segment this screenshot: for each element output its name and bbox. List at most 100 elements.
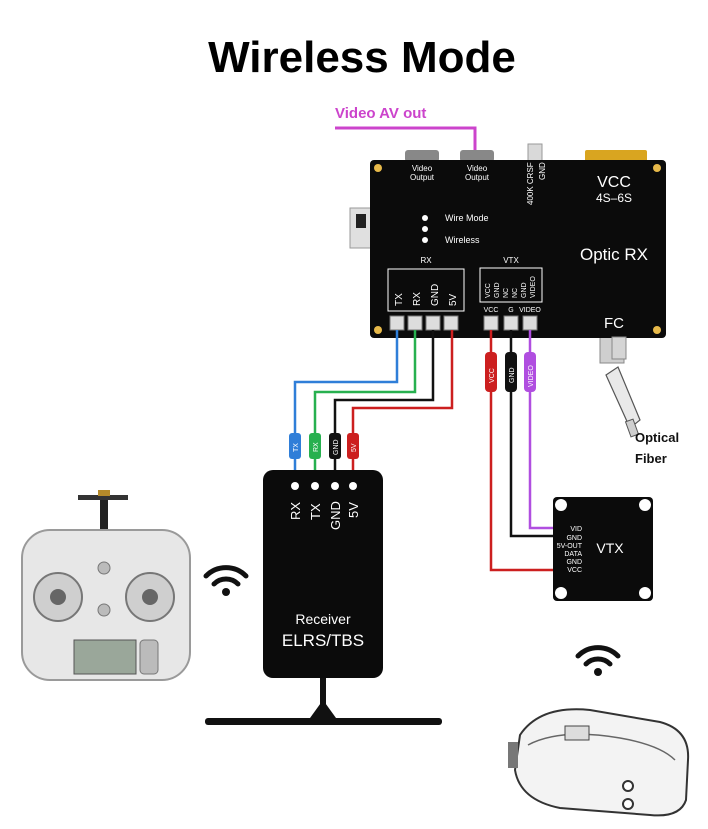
wire-black-g xyxy=(509,330,555,538)
vtx-pad-label-video: VIDEO xyxy=(519,307,541,314)
mount-hole xyxy=(653,326,661,334)
receiver-antenna xyxy=(205,718,442,725)
receiver-antenna-cable xyxy=(320,678,326,708)
mode-led-middle xyxy=(422,226,428,232)
video-output-label-2b: Output xyxy=(465,173,490,182)
page-title: Wireless Mode xyxy=(208,33,516,82)
vtx-mount-hole xyxy=(555,499,567,511)
crsf-label: 400K CRSF xyxy=(526,162,535,205)
crsf-gnd-label: GND xyxy=(538,162,547,180)
fc-label: FC xyxy=(604,315,624,332)
receiver-pin-5v-label: 5V xyxy=(346,502,361,518)
rx-pad-gnd xyxy=(425,315,441,331)
vtx-mount-hole xyxy=(639,499,651,511)
voltage-label: 4S–6S xyxy=(596,191,632,205)
wire-tag-5v xyxy=(347,433,359,459)
rx-pin-rx: RX xyxy=(412,292,423,306)
wire-tag-rx xyxy=(309,433,321,459)
vtx-pin-gnd1: GND xyxy=(566,535,582,542)
vtx-mount-hole xyxy=(555,587,567,599)
vtx-pad-g xyxy=(503,315,519,331)
mode-wireless-label: Wireless xyxy=(445,235,480,245)
vtx-pin-data: DATA xyxy=(564,551,582,558)
wire-tag-vcc-label: VCC xyxy=(489,368,496,383)
mount-hole xyxy=(653,164,661,172)
wire-tag-g xyxy=(505,352,517,392)
rx-pin-tx: TX xyxy=(394,293,405,306)
vtx-pin-gnd: GND xyxy=(521,282,528,298)
optical-fiber-label-1: Optical xyxy=(635,430,679,445)
radio-transmitter-illustration xyxy=(21,490,191,681)
mode-wire-label: Wire Mode xyxy=(445,213,489,223)
receiver-pin-rx-label: RX xyxy=(288,502,303,520)
receiver: RX TX GND 5V Receiver ELRS/TBS xyxy=(263,470,383,678)
video-output-label-1b: Output xyxy=(410,173,435,182)
rx-pin-5v: 5V xyxy=(448,293,459,306)
wire-tag-video xyxy=(524,352,536,392)
vtx-header-box xyxy=(479,267,543,303)
board-name: Optic RX xyxy=(580,245,648,264)
video-output-label-1a: Video xyxy=(412,164,433,173)
video-output-connector-1 xyxy=(405,150,439,162)
rx-pad-5v xyxy=(443,315,459,331)
wire-tag-rx-label: RX xyxy=(313,442,320,452)
rx-pad-rx xyxy=(407,315,423,331)
receiver-pin-tx xyxy=(311,482,319,490)
mount-hole xyxy=(374,164,382,172)
wire-tag-vcc xyxy=(485,352,497,392)
receiver-pin-tx-label: TX xyxy=(308,503,323,520)
rx-pad-tx xyxy=(389,315,405,331)
wire-red-5v xyxy=(351,330,454,480)
wifi-icon xyxy=(575,645,621,676)
wire-blue-tx xyxy=(293,330,399,480)
receiver-pin-gnd-label: GND xyxy=(328,501,343,530)
vtx-pad-label-vcc: VCC xyxy=(484,307,499,314)
optical-fiber-connector xyxy=(605,336,641,438)
vcc-label: VCC xyxy=(597,174,631,191)
vtx-pin-5vout: 5V-OUT xyxy=(557,543,583,550)
vtx-pad-vcc xyxy=(483,315,499,331)
vtx-pin-nc: NC xyxy=(512,288,519,298)
rx-header-box xyxy=(387,268,465,312)
mode-led-wireless xyxy=(422,237,428,243)
wire-tag-tx-label: TX xyxy=(293,443,300,452)
receiver-protocol: ELRS/TBS xyxy=(282,631,364,650)
optic-rx-body xyxy=(370,160,666,338)
video-output-label-2a: Video xyxy=(467,164,488,173)
receiver-pin-5v xyxy=(349,482,357,490)
vtx-pin-vcc: VCC xyxy=(567,567,582,574)
wire-tag-g-label: GND xyxy=(509,367,516,383)
receiver-body xyxy=(263,470,383,678)
wire-tag-gnd xyxy=(329,433,341,459)
video-output-connector-2 xyxy=(460,150,494,162)
rx-pin-gnd: GND xyxy=(430,284,441,306)
video-av-out-label: Video AV out xyxy=(335,105,426,122)
mount-hole xyxy=(374,326,382,334)
vtx-module: VID GND 5V-OUT DATA GND VCC VTX xyxy=(553,497,653,601)
optical-fiber-label-2: Fiber xyxy=(635,451,667,466)
receiver-pin-rx xyxy=(291,482,299,490)
wire-purple-video xyxy=(528,330,555,530)
receiver-antenna-base xyxy=(310,700,336,718)
wire-tag-gnd-label: GND xyxy=(333,439,340,455)
vtx-pad-label-g: G xyxy=(508,307,513,314)
receiver-pin-gnd xyxy=(331,482,339,490)
vtx-pin-vcc: VCC xyxy=(485,283,492,298)
wifi-icon xyxy=(203,565,249,596)
vtx-pin-video: VIDEO xyxy=(530,276,537,298)
vtx-header-label: VTX xyxy=(503,256,519,265)
wire-tag-video-label: VIDEO xyxy=(528,365,535,387)
vtx-name: VTX xyxy=(596,540,624,556)
vtx-pad-video xyxy=(522,315,538,331)
wire-tag-tx xyxy=(289,433,301,459)
vtx-mount-hole xyxy=(639,587,651,599)
wire-tag-5v-label: 5V xyxy=(351,443,358,452)
rx-header-label: RX xyxy=(420,256,432,265)
fpv-goggles-illustration xyxy=(508,708,690,817)
mode-led-wire xyxy=(422,215,428,221)
vtx-pin-gnd2: GND xyxy=(566,559,582,566)
vtx-pin-nc: NC xyxy=(503,288,510,298)
vtx-pin-gnd: GND xyxy=(494,282,501,298)
optic-rx-board: Video Output Video Output 400K CRSF GND … xyxy=(349,143,666,364)
